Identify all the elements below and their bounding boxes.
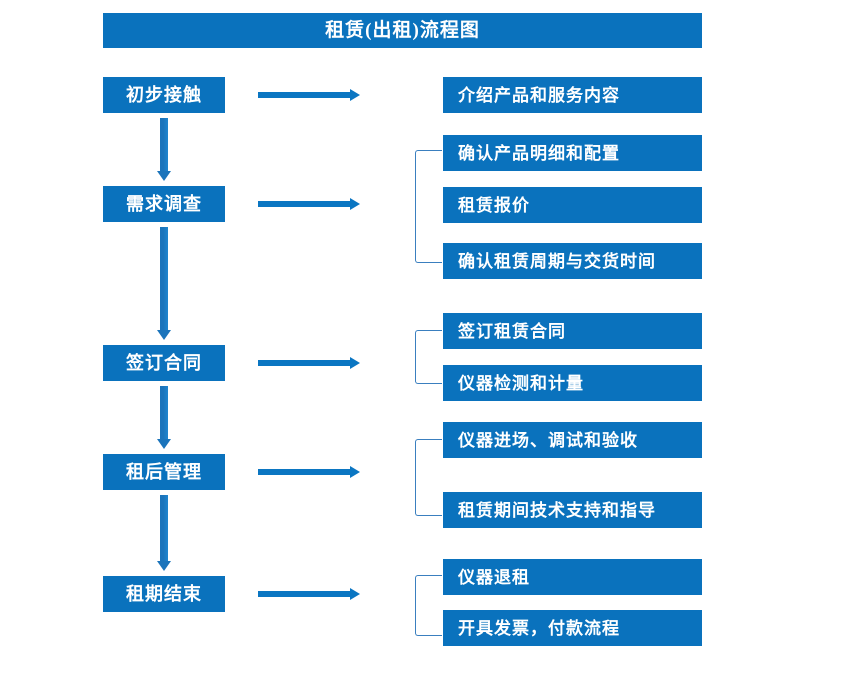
stage-box-post-rental-management[interactable]: 租后管理: [103, 454, 225, 490]
arrow-shaft: [258, 201, 350, 207]
arrow-shaft: [258, 92, 350, 98]
arrow-shaft: [258, 591, 350, 597]
arrow-head: [157, 330, 171, 340]
vertical-arrow-3: [157, 386, 171, 449]
arrow-head: [350, 357, 360, 369]
arrow-shaft: [160, 495, 168, 561]
arrow-shaft: [160, 386, 168, 439]
bracket-group-post-rental-management: [415, 439, 442, 516]
arrow-head: [350, 466, 360, 478]
bracket-group-rental-end: [415, 575, 442, 636]
vertical-arrow-2: [157, 227, 171, 340]
detail-box-instrument-inspection[interactable]: 仪器检测和计量: [443, 365, 702, 401]
detail-box-instrument-return[interactable]: 仪器退租: [443, 559, 702, 595]
arrow-shaft: [160, 227, 168, 330]
detail-box-confirm-rental-period[interactable]: 确认租赁周期与交货时间: [443, 243, 702, 279]
arrow-shaft: [160, 118, 168, 171]
detail-box-instrument-delivery[interactable]: 仪器进场、调试和验收: [443, 422, 702, 458]
bracket-group-sign-contract: [415, 330, 442, 384]
detail-box-rental-quotation[interactable]: 租赁报价: [443, 187, 702, 223]
vertical-arrow-4: [157, 495, 171, 571]
arrow-head: [350, 89, 360, 101]
arrow-head: [157, 561, 171, 571]
arrow-head: [157, 171, 171, 181]
detail-box-sign-rental-contract[interactable]: 签订租赁合同: [443, 313, 702, 349]
bracket-group-requirement-survey: [415, 150, 442, 263]
flowchart-title: 租赁(出租)流程图: [103, 13, 702, 48]
stage-box-rental-end[interactable]: 租期结束: [103, 576, 225, 612]
arrow-head: [157, 439, 171, 449]
arrow-shaft: [258, 469, 350, 475]
arrow-head: [350, 198, 360, 210]
vertical-arrow-1: [157, 118, 171, 181]
detail-box-introduce-products[interactable]: 介绍产品和服务内容: [443, 77, 702, 113]
stage-box-initial-contact[interactable]: 初步接触: [103, 77, 225, 113]
detail-box-technical-support[interactable]: 租赁期间技术支持和指导: [443, 492, 702, 528]
detail-box-confirm-product-details[interactable]: 确认产品明细和配置: [443, 135, 702, 171]
detail-box-invoice-payment[interactable]: 开具发票，付款流程: [443, 610, 702, 646]
stage-box-sign-contract[interactable]: 签订合同: [103, 345, 225, 381]
stage-box-requirement-survey[interactable]: 需求调查: [103, 186, 225, 222]
arrow-shaft: [258, 360, 350, 366]
arrow-head: [350, 588, 360, 600]
